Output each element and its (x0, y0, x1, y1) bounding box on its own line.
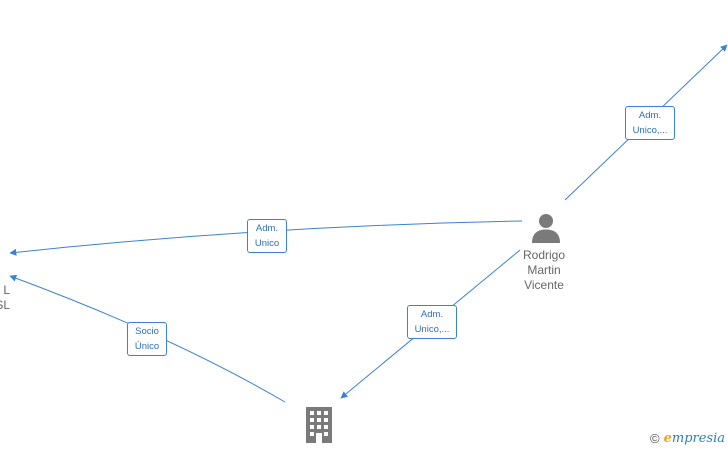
person-name[interactable]: Rodrigo Martin Vicente (514, 248, 574, 293)
person-name-line: Rodrigo (522, 248, 566, 262)
brand-name: empresia (664, 430, 725, 447)
copyright-icon: © (650, 430, 660, 446)
brand-watermark: © empresia (650, 430, 725, 447)
company-left-label-line: SL (0, 298, 10, 312)
brand-initial: e (663, 431, 672, 446)
edge-label-person-to-left: Adm. Unico (247, 219, 287, 253)
edge-label-person-to-topright: Adm. Unico,... (625, 106, 675, 140)
person-name-line: Vicente (524, 278, 564, 292)
edge-label-line: Unico (254, 238, 280, 249)
person-icon[interactable] (530, 212, 562, 244)
edge-label-person-to-building: Adm. Unico,... (407, 305, 457, 339)
edge-label-line: Unico,... (632, 125, 668, 136)
edge-label-line: Adm. (638, 110, 662, 121)
edge-label-line: Único (134, 341, 160, 352)
building-icon[interactable] (302, 405, 336, 443)
edge-label-line: Socio (135, 326, 159, 337)
company-left-label[interactable]: L SL (0, 283, 10, 313)
edge-label-line: Unico,... (414, 324, 450, 335)
edge-label-line: Adm. (255, 223, 279, 234)
edge-label-building-to-left: Socio Único (127, 322, 167, 356)
edge-label-line: Adm. (420, 309, 444, 320)
person-name-line: Martin (527, 263, 561, 277)
brand-name-rest: mpresia (671, 431, 726, 446)
company-left-label-line: L (3, 283, 10, 297)
